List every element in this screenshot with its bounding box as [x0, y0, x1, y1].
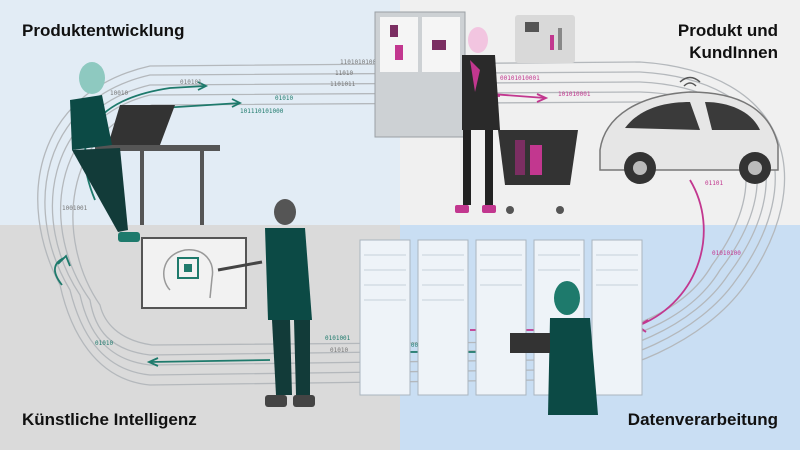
label-data-processing: Datenverarbeitung [627, 410, 778, 429]
binary-string: 01010 [330, 347, 348, 354]
binary-string: 1101011 [330, 81, 356, 88]
binary-string: 11010 [335, 70, 353, 77]
binary-string: 0101001 [325, 335, 351, 342]
binary-string: 101010001 [558, 91, 591, 98]
binary-string: 10010 [110, 90, 128, 97]
cycle-tracks [37, 61, 786, 386]
binary-string: 01000011 [400, 342, 429, 349]
label-product-and-customers-line1: Produkt und [677, 21, 778, 40]
binary-string: 01010 [95, 340, 113, 347]
ai-presentation [141, 199, 315, 407]
label-product-and-customers: Produkt und KundInnen [618, 20, 778, 64]
binary-string: 01010100 [712, 250, 741, 257]
developer-figure [70, 62, 220, 242]
data-processor-figure [510, 281, 598, 415]
binary-string: 1001001 [62, 205, 88, 212]
binary-string: 01010 [275, 95, 293, 102]
label-product-development: Produktentwicklung [22, 21, 185, 40]
label-product-and-customers-line2: KundInnen [689, 43, 778, 62]
server-racks [359, 239, 643, 396]
binary-string: 01101 [705, 180, 723, 187]
binary-string: 00101010001 [500, 75, 540, 82]
binary-string: 010101 [180, 79, 202, 86]
server-rack-slots [364, 254, 638, 301]
binary-string: 1101010100 [340, 59, 377, 66]
car [599, 76, 779, 184]
shop-scene [374, 11, 578, 214]
label-artificial-intelligence: Künstliche Intelligenz [22, 410, 197, 429]
binary-string: 101110101000 [240, 108, 284, 115]
